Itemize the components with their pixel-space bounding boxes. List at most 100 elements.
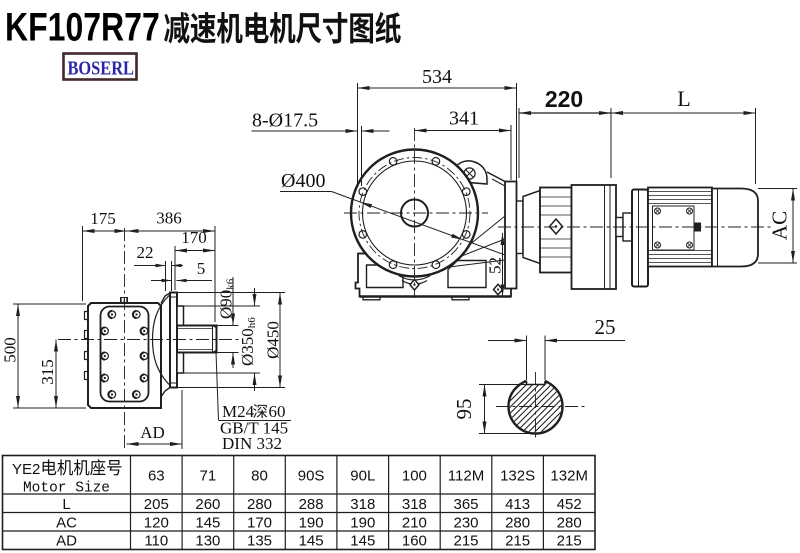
table-header-cjk xyxy=(42,459,122,476)
table-cell-2-6: 215 xyxy=(453,533,478,550)
table-col-header-4: 90L xyxy=(350,468,375,485)
dim-motor-ad: AD xyxy=(140,423,165,442)
table-cell-1-6: 230 xyxy=(453,515,478,532)
table-cell-0-0: 205 xyxy=(144,496,169,513)
shaft-section-view xyxy=(496,372,586,441)
dim-shaft-height-group xyxy=(479,384,536,434)
motor-size-table: YE2电机机座号 YE2 Motor Size 63 71 80 90S 90L… xyxy=(1,454,596,551)
dim-175-386-group: 175 386 xyxy=(82,209,216,322)
dim-22-group: 22 xyxy=(134,243,183,291)
dim-175: 175 xyxy=(90,209,116,228)
table-cell-1-8: 280 xyxy=(557,515,582,532)
dim-flange-diameter-group: Ø400 xyxy=(280,170,506,256)
dim-341-group: 341 xyxy=(414,108,512,180)
table-col-header-1: 71 xyxy=(200,468,217,485)
dim-flange-od: Ø450 xyxy=(264,321,283,359)
table-cell-1-7: 280 xyxy=(505,515,530,532)
brand-logo-text: BOSERL xyxy=(68,57,134,79)
dim-500-group: 500 xyxy=(1,303,86,409)
dim-spigot-diameter: Ø350h6 xyxy=(238,317,258,366)
shaft-tap-note: M24深60 M24 60 GB/T 145 DIN 332 xyxy=(215,351,291,453)
dim-shaft-diameter-group: Ø90k6 xyxy=(216,277,239,368)
page-title-cjk-glyphs xyxy=(164,11,401,44)
dim-bolt-holes: 8-Ø17.5 xyxy=(252,110,318,132)
tap-note-prefix: M24 xyxy=(222,402,255,421)
front-view-dimensions: 175 386 170 22 5 500 315 AD Ø90k6 Ø350h6… xyxy=(1,209,291,453)
dim-534: 534 xyxy=(422,66,452,88)
dim-500: 500 xyxy=(1,337,20,363)
dim-bolt-holes-group: 8-Ø17.5 xyxy=(251,110,390,186)
table-header-latin: YE2 xyxy=(12,461,40,478)
table-cell-1-3: 190 xyxy=(299,515,324,532)
dim-motor-length: L xyxy=(677,86,690,111)
table-cell-2-3: 145 xyxy=(299,533,324,550)
table-col-header-7: 132S xyxy=(500,468,535,485)
section-dimensions: 25 xyxy=(488,315,625,380)
dim-key-width: 25 xyxy=(595,315,616,339)
table-col-header-0: 63 xyxy=(148,468,165,485)
table-cell-2-1: 130 xyxy=(195,533,220,550)
dim-220: 220 xyxy=(545,86,583,112)
table-cell-2-5: 160 xyxy=(402,533,427,550)
page-title-latin: KF107R77 xyxy=(5,4,160,49)
table-row-label-2: AD xyxy=(56,533,77,550)
standard-din: DIN 332 xyxy=(222,434,282,453)
table-col-header-2: 80 xyxy=(251,468,268,485)
table-col-header-3: 90S xyxy=(298,468,325,485)
dim-534-group: 534 xyxy=(357,66,517,186)
dim-motor-ad-group: AD xyxy=(126,390,183,449)
table-cell-0-2: 280 xyxy=(247,496,272,513)
dim-220-group: 220 xyxy=(518,86,612,178)
dim-spigot-diameter-group: Ø350h6 xyxy=(178,288,260,391)
dim-52-group: 52 xyxy=(486,233,505,297)
brand-logo: BOSERL xyxy=(62,52,138,81)
side-view-dimensions: 534 341 8-Ø17.5 Ø400 220 L 52 AC xyxy=(251,66,797,297)
dim-341: 341 xyxy=(449,108,479,130)
dim-22: 22 xyxy=(137,243,154,262)
dim-motor-length-group: L xyxy=(611,86,756,184)
dim-shaft-diameter: Ø90k6 xyxy=(217,278,237,319)
dim-170-group: 170 xyxy=(174,228,215,290)
dim-5-group: 5 xyxy=(151,259,212,291)
dim-flange-od-group: Ø450 xyxy=(177,292,285,388)
dim-315-group: 315 xyxy=(38,339,58,408)
tap-note-suffix: 60 xyxy=(269,402,286,421)
table-row-label-1: AC xyxy=(56,515,77,532)
table-cell-2-8: 215 xyxy=(557,533,582,550)
table-col-header-6: 112M xyxy=(448,468,484,485)
table-cell-0-3: 288 xyxy=(299,496,324,513)
table-cell-1-0: 120 xyxy=(144,515,169,532)
page-title: KF107R77减速机电机尺寸图纸 KF107R77 xyxy=(5,4,401,49)
dim-shaft-height: 95 xyxy=(452,399,476,420)
table-cell-1-1: 145 xyxy=(195,515,220,532)
standard-gbt: GB/T 145 xyxy=(220,419,288,438)
side-view xyxy=(344,128,772,301)
table-header-cell: YE2电机机座号 YE2 Motor Size xyxy=(12,459,122,497)
table-col-header-5: 100 xyxy=(402,468,427,485)
dim-motor-ac-group: AC xyxy=(758,188,797,264)
table-col-header-8: 132M xyxy=(550,468,588,485)
dim-key-width-group: 25 95 xyxy=(452,315,625,434)
table-cell-0-1: 260 xyxy=(195,496,220,513)
table-cell-2-7: 215 xyxy=(505,533,530,550)
table-cell-2-4: 145 xyxy=(350,533,375,550)
dim-5: 5 xyxy=(197,259,206,278)
tap-note-cjk xyxy=(253,404,268,419)
table-cell-0-6: 365 xyxy=(453,496,478,513)
table-cell-1-4: 190 xyxy=(350,515,375,532)
table-cell-0-8: 452 xyxy=(557,496,582,513)
table-cell-0-4: 318 xyxy=(350,496,375,513)
table-cell-2-0: 110 xyxy=(144,533,168,550)
input-unit-and-motor xyxy=(504,180,759,290)
table-cell-0-7: 413 xyxy=(505,496,530,513)
table-cell-1-5: 210 xyxy=(402,515,427,532)
dim-170: 170 xyxy=(181,228,207,247)
table-row-label-0: L xyxy=(62,496,70,513)
dim-386: 386 xyxy=(156,209,182,228)
front-view xyxy=(58,228,240,449)
dim-52: 52 xyxy=(486,257,505,274)
dim-motor-ac: AC xyxy=(768,211,792,240)
dim-flange-diameter: Ø400 xyxy=(281,170,325,192)
